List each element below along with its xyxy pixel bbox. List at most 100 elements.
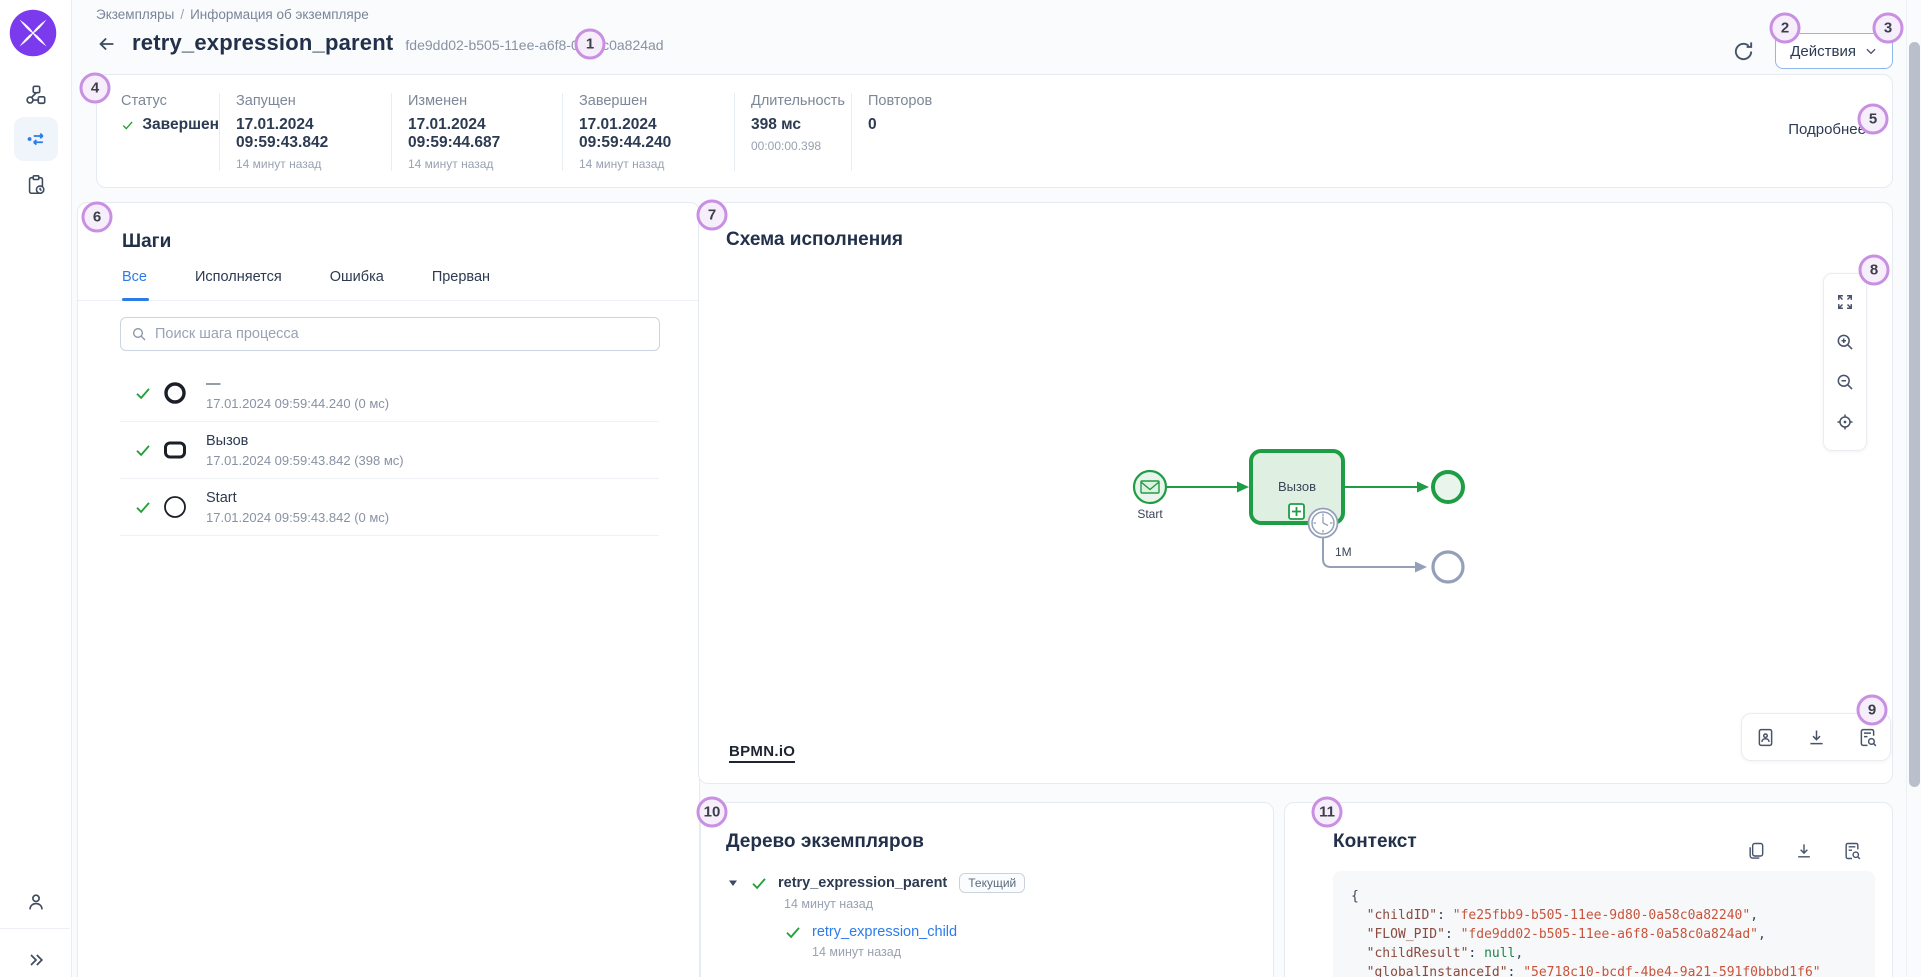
user-profile-button[interactable] — [14, 880, 58, 924]
download-icon[interactable] — [1802, 723, 1831, 752]
breadcrumb-link-instances[interactable]: Экземпляры — [96, 7, 174, 22]
status-field-label: Статус — [121, 93, 219, 109]
copy-icon[interactable] — [1742, 837, 1770, 865]
header-actions: Действия — [1728, 33, 1893, 69]
step-row-0[interactable]: — 17.01.2024 09:59:44.240 (0 мс) — [120, 365, 659, 422]
search-icon — [131, 326, 147, 342]
breadcrumb-current: Информация об экземпляре — [190, 7, 369, 22]
refresh-button[interactable] — [1728, 36, 1759, 67]
status-field-value: 17.01.2024 09:59:43.842 — [236, 116, 391, 152]
sidebar-collapse-button[interactable] — [14, 938, 58, 977]
view-xml-icon[interactable] — [1853, 723, 1882, 752]
status-field-value: 17.01.2024 09:59:44.240 — [579, 116, 734, 152]
caret-down-icon[interactable] — [726, 876, 740, 890]
tree-child-0: retry_expression_child 14 минут назад — [784, 923, 1025, 959]
annotation-badge-7: 7 — [697, 200, 728, 231]
tab-3[interactable]: Прерван — [432, 269, 490, 300]
status-field-1: Запущен 17.01.2024 09:59:43.842 14 минут… — [219, 93, 391, 171]
sidebar-item-tasks[interactable] — [14, 163, 58, 207]
steps-panel: Шаги Все Исполняется Ошибка Прерван — 17… — [77, 202, 700, 977]
annotation-badge-11: 11 — [1312, 797, 1343, 828]
step-time: 17.01.2024 09:59:43.842 (398 мс) — [206, 453, 404, 468]
status-field-label: Изменен — [408, 93, 562, 109]
status-fields: Статус Завершен Запущен 17.01.2024 09:59… — [97, 75, 1892, 171]
diagram-panel: Схема исполнения Start Вызов — [698, 202, 1893, 784]
sidebar-divider — [0, 928, 70, 929]
context-panel: Контекст { "childID": "fe25fbb9-b505-11e… — [1284, 802, 1893, 977]
steps-list: — 17.01.2024 09:59:44.240 (0 мс) Вызов 1… — [120, 365, 659, 536]
center-diagram-button[interactable] — [1831, 408, 1859, 436]
view-json-icon[interactable] — [1838, 837, 1866, 865]
bpmn-end-event-timer[interactable] — [1433, 552, 1463, 582]
annotation-badge-3: 3 — [1873, 13, 1904, 44]
check-icon — [134, 498, 152, 516]
step-row-1[interactable]: Вызов 17.01.2024 09:59:43.842 (398 мс) — [120, 422, 659, 479]
instance-id: fde9dd02-b505-11ee-a6f8-0a58c0a824ad — [405, 37, 663, 53]
fullscreen-button[interactable] — [1831, 288, 1859, 316]
tree-child-link[interactable]: retry_expression_child — [812, 924, 957, 940]
actions-button-label: Действия — [1790, 43, 1856, 60]
check-icon — [121, 116, 134, 134]
svg-text:Вызов: Вызов — [1278, 479, 1316, 494]
sidebar — [0, 0, 72, 977]
download-icon[interactable] — [1790, 837, 1818, 865]
tree-panel-title: Дерево экземпляров — [726, 831, 924, 853]
status-field-3: Завершен 17.01.2024 09:59:44.240 14 мину… — [562, 93, 734, 171]
status-field-sub: 00:00:00.398 — [751, 139, 851, 153]
tree-child-row: retry_expression_child — [784, 923, 1025, 941]
export-image-icon[interactable] — [1751, 723, 1780, 752]
bpmn-diagram[interactable]: Start Вызов 1M — [699, 203, 1892, 783]
tab-0[interactable]: Все — [122, 269, 147, 300]
status-field-sub: 14 минут назад — [236, 157, 391, 171]
step-search-input[interactable] — [155, 326, 649, 342]
step-time: 17.01.2024 09:59:43.842 (0 мс) — [206, 510, 389, 525]
page-title: retry_expression_parent — [132, 30, 393, 56]
task-icon — [163, 438, 187, 462]
annotation-badge-4: 4 — [80, 73, 111, 104]
step-search — [120, 317, 660, 351]
page-scrollbar — [1906, 0, 1921, 977]
context-json-viewer[interactable]: { "childID": "fe25fbb9-b505-11ee-9d80-0a… — [1333, 871, 1875, 977]
instance-tree-panel: Дерево экземпляров retry_expression_pare… — [700, 802, 1274, 977]
step-name: — — [206, 376, 389, 392]
back-button[interactable] — [96, 33, 118, 55]
bpmn-boundary-timer[interactable]: 1M — [1309, 509, 1352, 560]
diagram-controls — [1823, 273, 1867, 451]
status-field-value: 0 — [868, 116, 997, 134]
svg-text:Start: Start — [1137, 507, 1163, 521]
tree-root-row[interactable]: retry_expression_parent Текущий — [726, 873, 1025, 893]
scrollbar-thumb[interactable] — [1909, 42, 1920, 787]
bpmn-io-logo[interactable]: BPMN.iO — [729, 743, 795, 763]
app-logo[interactable] — [9, 9, 57, 57]
steps-tabs: Все Исполняется Ошибка Прерван — [78, 269, 699, 301]
svg-text:1M: 1M — [1335, 545, 1352, 559]
annotation-badge-2: 2 — [1770, 13, 1801, 44]
step-row-2[interactable]: Start 17.01.2024 09:59:43.842 (0 мс) — [120, 479, 659, 536]
tab-1[interactable]: Исполняется — [195, 269, 282, 300]
instance-tree: retry_expression_parent Текущий 14 минут… — [726, 873, 1025, 971]
start-event-icon — [163, 495, 187, 519]
chevron-down-icon — [1864, 44, 1878, 58]
check-icon — [134, 441, 152, 459]
bpmn-start-event[interactable]: Start — [1134, 471, 1166, 521]
details-link[interactable]: Подробнее — [1788, 121, 1866, 138]
status-field-label: Повторов — [868, 93, 997, 109]
zoom-in-button[interactable] — [1831, 328, 1859, 356]
annotation-badge-1: 1 — [575, 29, 606, 60]
current-badge: Текущий — [959, 873, 1025, 893]
annotation-badge-6: 6 — [82, 202, 113, 233]
status-field-label: Завершен — [579, 93, 734, 109]
context-panel-title: Контекст — [1333, 831, 1417, 853]
status-card: Статус Завершен Запущен 17.01.2024 09:59… — [96, 74, 1893, 188]
sidebar-item-instances[interactable] — [14, 117, 58, 161]
status-field-value: 17.01.2024 09:59:44.687 — [408, 116, 562, 152]
annotation-badge-5: 5 — [1858, 104, 1889, 135]
bpmn-end-event-main[interactable] — [1433, 472, 1463, 502]
zoom-out-button[interactable] — [1831, 368, 1859, 396]
tree-root-time: 14 минут назад — [784, 897, 1025, 911]
status-field-sub: 14 минут назад — [579, 157, 734, 171]
status-field-0: Статус Завершен — [97, 93, 219, 171]
sidebar-item-processes[interactable] — [14, 73, 58, 117]
tab-2[interactable]: Ошибка — [330, 269, 384, 300]
step-name: Вызов — [206, 433, 404, 449]
